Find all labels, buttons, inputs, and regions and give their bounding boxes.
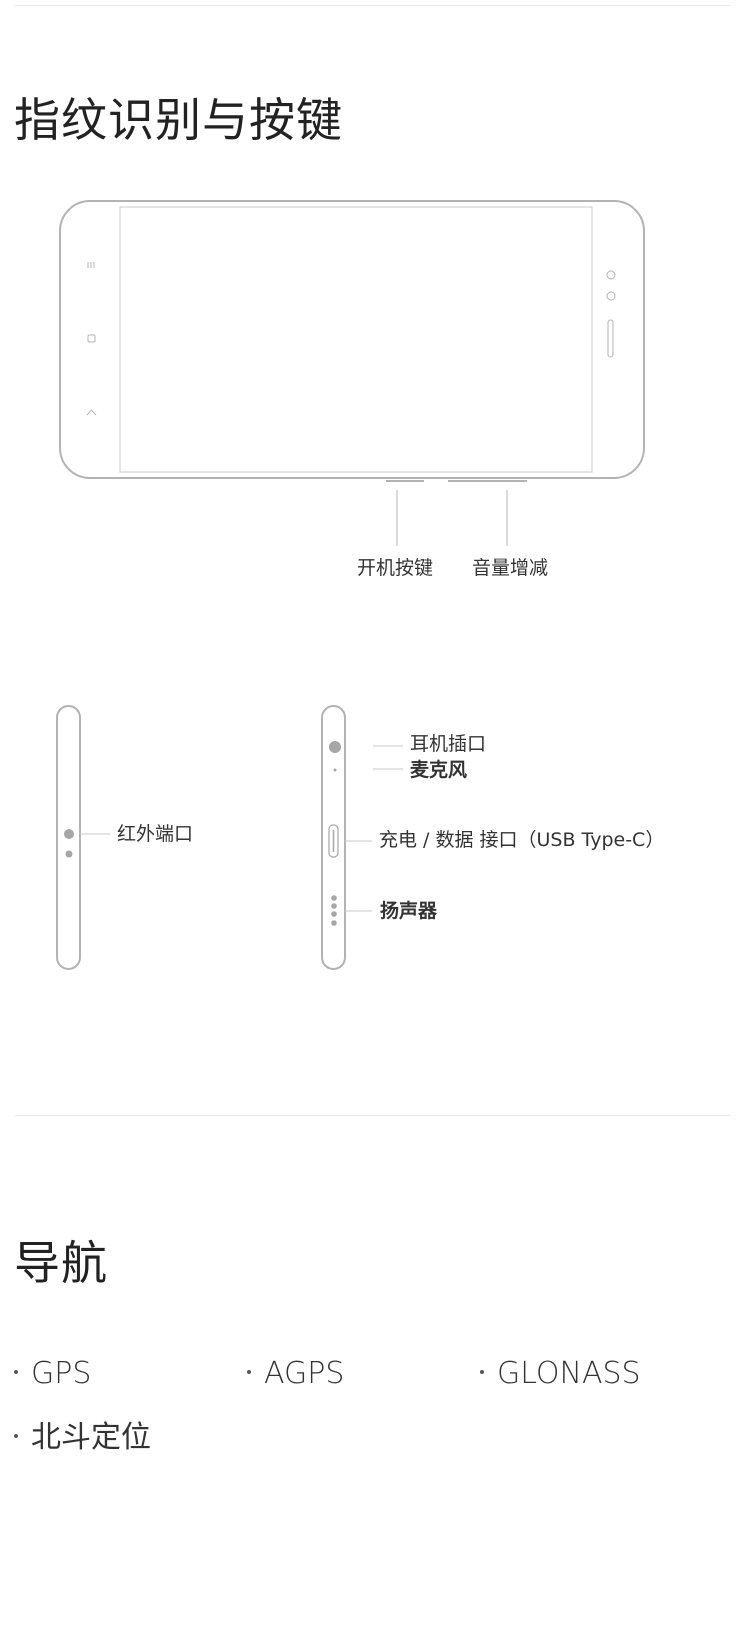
volume-key-label: 音量增减 (472, 557, 549, 579)
nav-item-label: GLONASS (497, 1356, 641, 1391)
nav-item-gps: GPS (14, 1354, 91, 1394)
phone-sides-diagram (56, 705, 403, 970)
buttons-section-title: 指纹识别与按键 (14, 93, 343, 147)
phone-screen-outline (119, 206, 593, 473)
back-icon (86, 409, 97, 416)
home-icon (87, 334, 96, 343)
bullet-dot (480, 1369, 484, 1374)
headphone-jack (329, 741, 341, 753)
top-divider (15, 5, 730, 6)
bullet-dot (14, 1369, 18, 1374)
nav-item-label: 北斗定位 (31, 1420, 151, 1455)
top-mic-hole (65, 850, 73, 858)
charge-port-label: 充电 / 数据 接口（USB Type-C） (379, 829, 665, 851)
headphone-jack-label: 耳机插口 (410, 733, 487, 755)
nav-item-agps: AGPS (247, 1354, 344, 1394)
mic-hole (333, 768, 337, 772)
earpiece (607, 319, 614, 358)
section-divider (15, 1115, 730, 1116)
bullet-dot (14, 1433, 18, 1438)
speaker-label: 扬声器 (380, 900, 438, 922)
navigation-section-title: 导航 (14, 1236, 108, 1290)
infrared-port (64, 829, 74, 839)
power-key-label: 开机按键 (357, 557, 434, 579)
bullet-dot (247, 1369, 251, 1374)
speaker-grille (331, 895, 337, 926)
mic-label: 麦克风 (410, 759, 468, 781)
nav-item-label: GPS (31, 1356, 92, 1391)
menu-icon (87, 262, 95, 268)
front-camera (606, 291, 616, 301)
infrared-port-label: 红外端口 (117, 823, 194, 845)
nav-item-glonass: GLONASS (480, 1354, 641, 1394)
front-sensor (606, 270, 616, 280)
phone-front-diagram (59, 200, 645, 546)
nav-item-label: AGPS (264, 1356, 345, 1391)
nav-item-beidou: 北斗定位 (14, 1418, 151, 1458)
